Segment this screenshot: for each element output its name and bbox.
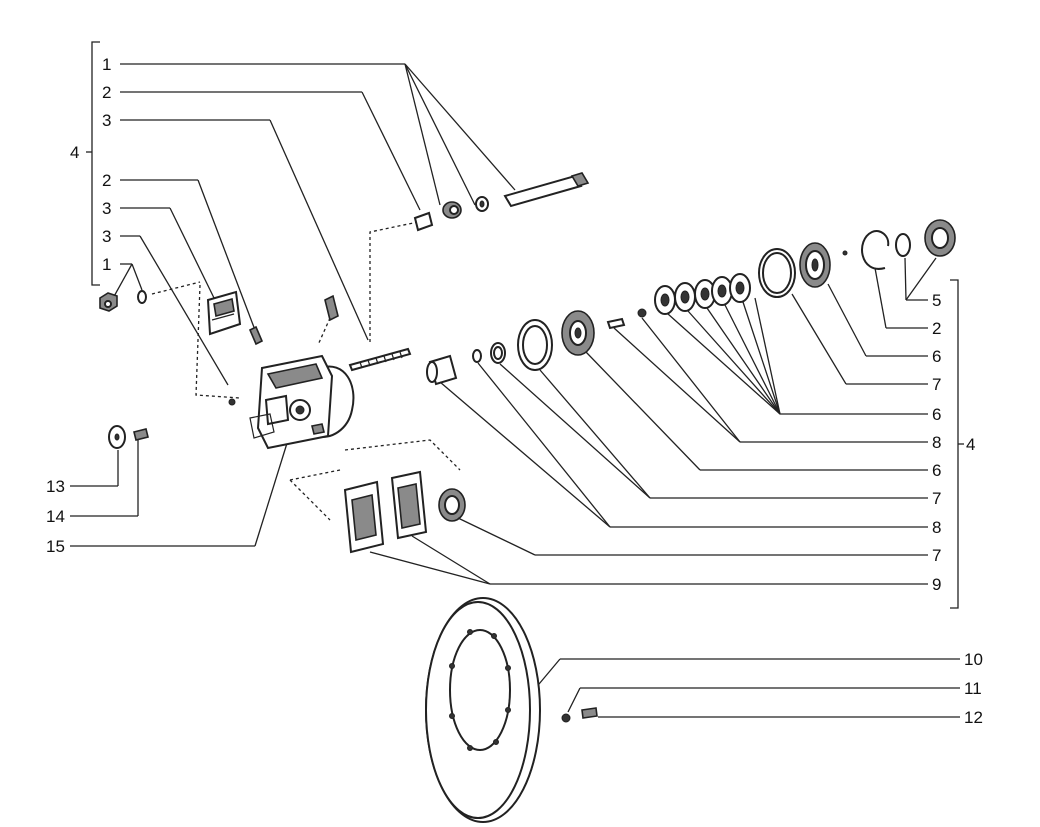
- callout-2-right: 2: [932, 319, 941, 338]
- callout-3-low: 3: [102, 227, 111, 246]
- brake-disc: [425, 597, 541, 823]
- leaders-right: [369, 257, 960, 718]
- callout-7-c: 7: [932, 546, 941, 565]
- bolt-14: [133, 428, 149, 441]
- callout-9: 9: [932, 575, 941, 594]
- callout-11: 11: [964, 679, 982, 698]
- disc-bolt-12: [581, 707, 598, 719]
- callout-13: 13: [46, 477, 65, 496]
- seal-ring-7-lower: [438, 488, 466, 522]
- vertical-bolt: [317, 294, 339, 346]
- callout-5: 5: [932, 291, 941, 310]
- callout-2-top: 2: [102, 83, 111, 102]
- guide-pin-group: [413, 172, 590, 232]
- callout-15: 15: [46, 537, 65, 556]
- brake-pad-left: [343, 480, 385, 554]
- caliper-body: [249, 354, 355, 450]
- threaded-rod: [348, 347, 412, 372]
- washer-13: [108, 425, 126, 449]
- brake-pad-right: [390, 470, 428, 540]
- callout-8-b: 8: [932, 518, 941, 537]
- callout-8-a: 8: [932, 433, 941, 452]
- bleed-screw-assembly: [99, 281, 201, 312]
- leaders-left: [70, 63, 516, 547]
- disc-nut-11: [561, 713, 571, 723]
- callout-7-b: 7: [932, 489, 941, 508]
- callout-2-mid: 2: [102, 171, 111, 190]
- callout-1-low: 1: [102, 255, 111, 274]
- callout-12: 12: [964, 708, 983, 727]
- small-bolt-2: [248, 325, 264, 346]
- callout-4-left-group: 4: [70, 143, 79, 162]
- callout-1-top: 1: [102, 55, 111, 74]
- bracket-left: [86, 41, 100, 286]
- callout-3-mid: 3: [102, 199, 111, 218]
- callout-10: 10: [964, 650, 983, 669]
- piston-stack: [426, 219, 956, 386]
- callout-6-b: 6: [932, 405, 941, 424]
- small-ball: [228, 398, 236, 406]
- callout-14: 14: [46, 507, 65, 526]
- callout-6-a: 6: [932, 347, 941, 366]
- callout-4-right-group: 4: [966, 435, 975, 454]
- callout-3-top: 3: [102, 111, 111, 130]
- callout-7-a: 7: [932, 375, 941, 394]
- callout-6-c: 6: [932, 461, 941, 480]
- bracket-right: [950, 279, 964, 609]
- pad-spring-clip: [206, 290, 242, 336]
